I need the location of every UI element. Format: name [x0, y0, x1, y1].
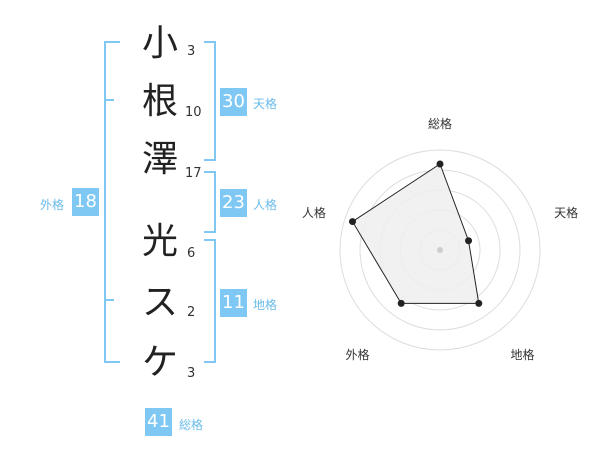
tenkaku-bracket — [204, 41, 216, 161]
radar-point-3 — [475, 299, 483, 307]
tenkaku-value: 30 — [220, 88, 247, 116]
radar-axis-label-3: 地格 — [511, 347, 535, 362]
stroke-count-5: 2 — [187, 305, 196, 320]
soukaku-label: 総格 — [179, 418, 204, 432]
stroke-count-4: 6 — [187, 246, 196, 261]
name-char-6: ケ — [141, 342, 178, 383]
radar-point-5 — [349, 218, 357, 226]
chikaku-value: 11 — [220, 289, 247, 317]
radar-axis-label-4: 外格 — [345, 347, 369, 362]
tenkaku-label: 天格 — [253, 97, 278, 111]
jinkaku-label: 人格 — [253, 198, 278, 212]
stroke-count-1: 3 — [187, 44, 196, 59]
radar-axis-label-5: 人格 — [302, 205, 326, 220]
radar-point-1 — [436, 160, 444, 168]
name-char-1: 小 — [141, 23, 178, 64]
radar-polygon — [351, 163, 480, 304]
name-char-3: 澤 — [141, 139, 178, 180]
gaikaku-value: 18 — [72, 188, 99, 216]
gaikaku-tick-2 — [104, 299, 114, 301]
soukaku-value: 41 — [145, 408, 172, 436]
name-char-4: 光 — [141, 221, 178, 262]
radar-point-4 — [397, 299, 405, 307]
gaikaku-label: 外格 — [40, 198, 65, 212]
gaikaku-tick-1 — [104, 99, 114, 101]
jinkaku-value: 23 — [220, 189, 247, 217]
radar-axis-label-2: 天格 — [554, 205, 578, 220]
jinkaku-bracket — [204, 171, 216, 233]
chikaku-label: 地格 — [253, 298, 278, 312]
stroke-count-6: 3 — [187, 366, 196, 381]
name-char-5: ス — [141, 282, 178, 323]
stroke-count-3: 17 — [185, 166, 202, 181]
radar-center-dot — [437, 247, 443, 253]
radar-axis-label-1: 総格 — [428, 116, 452, 131]
name-char-2: 根 — [141, 81, 178, 122]
chikaku-bracket — [204, 239, 216, 363]
stroke-count-2: 10 — [185, 105, 202, 120]
gaikaku-bracket — [104, 41, 120, 363]
radar-point-2 — [465, 237, 473, 245]
